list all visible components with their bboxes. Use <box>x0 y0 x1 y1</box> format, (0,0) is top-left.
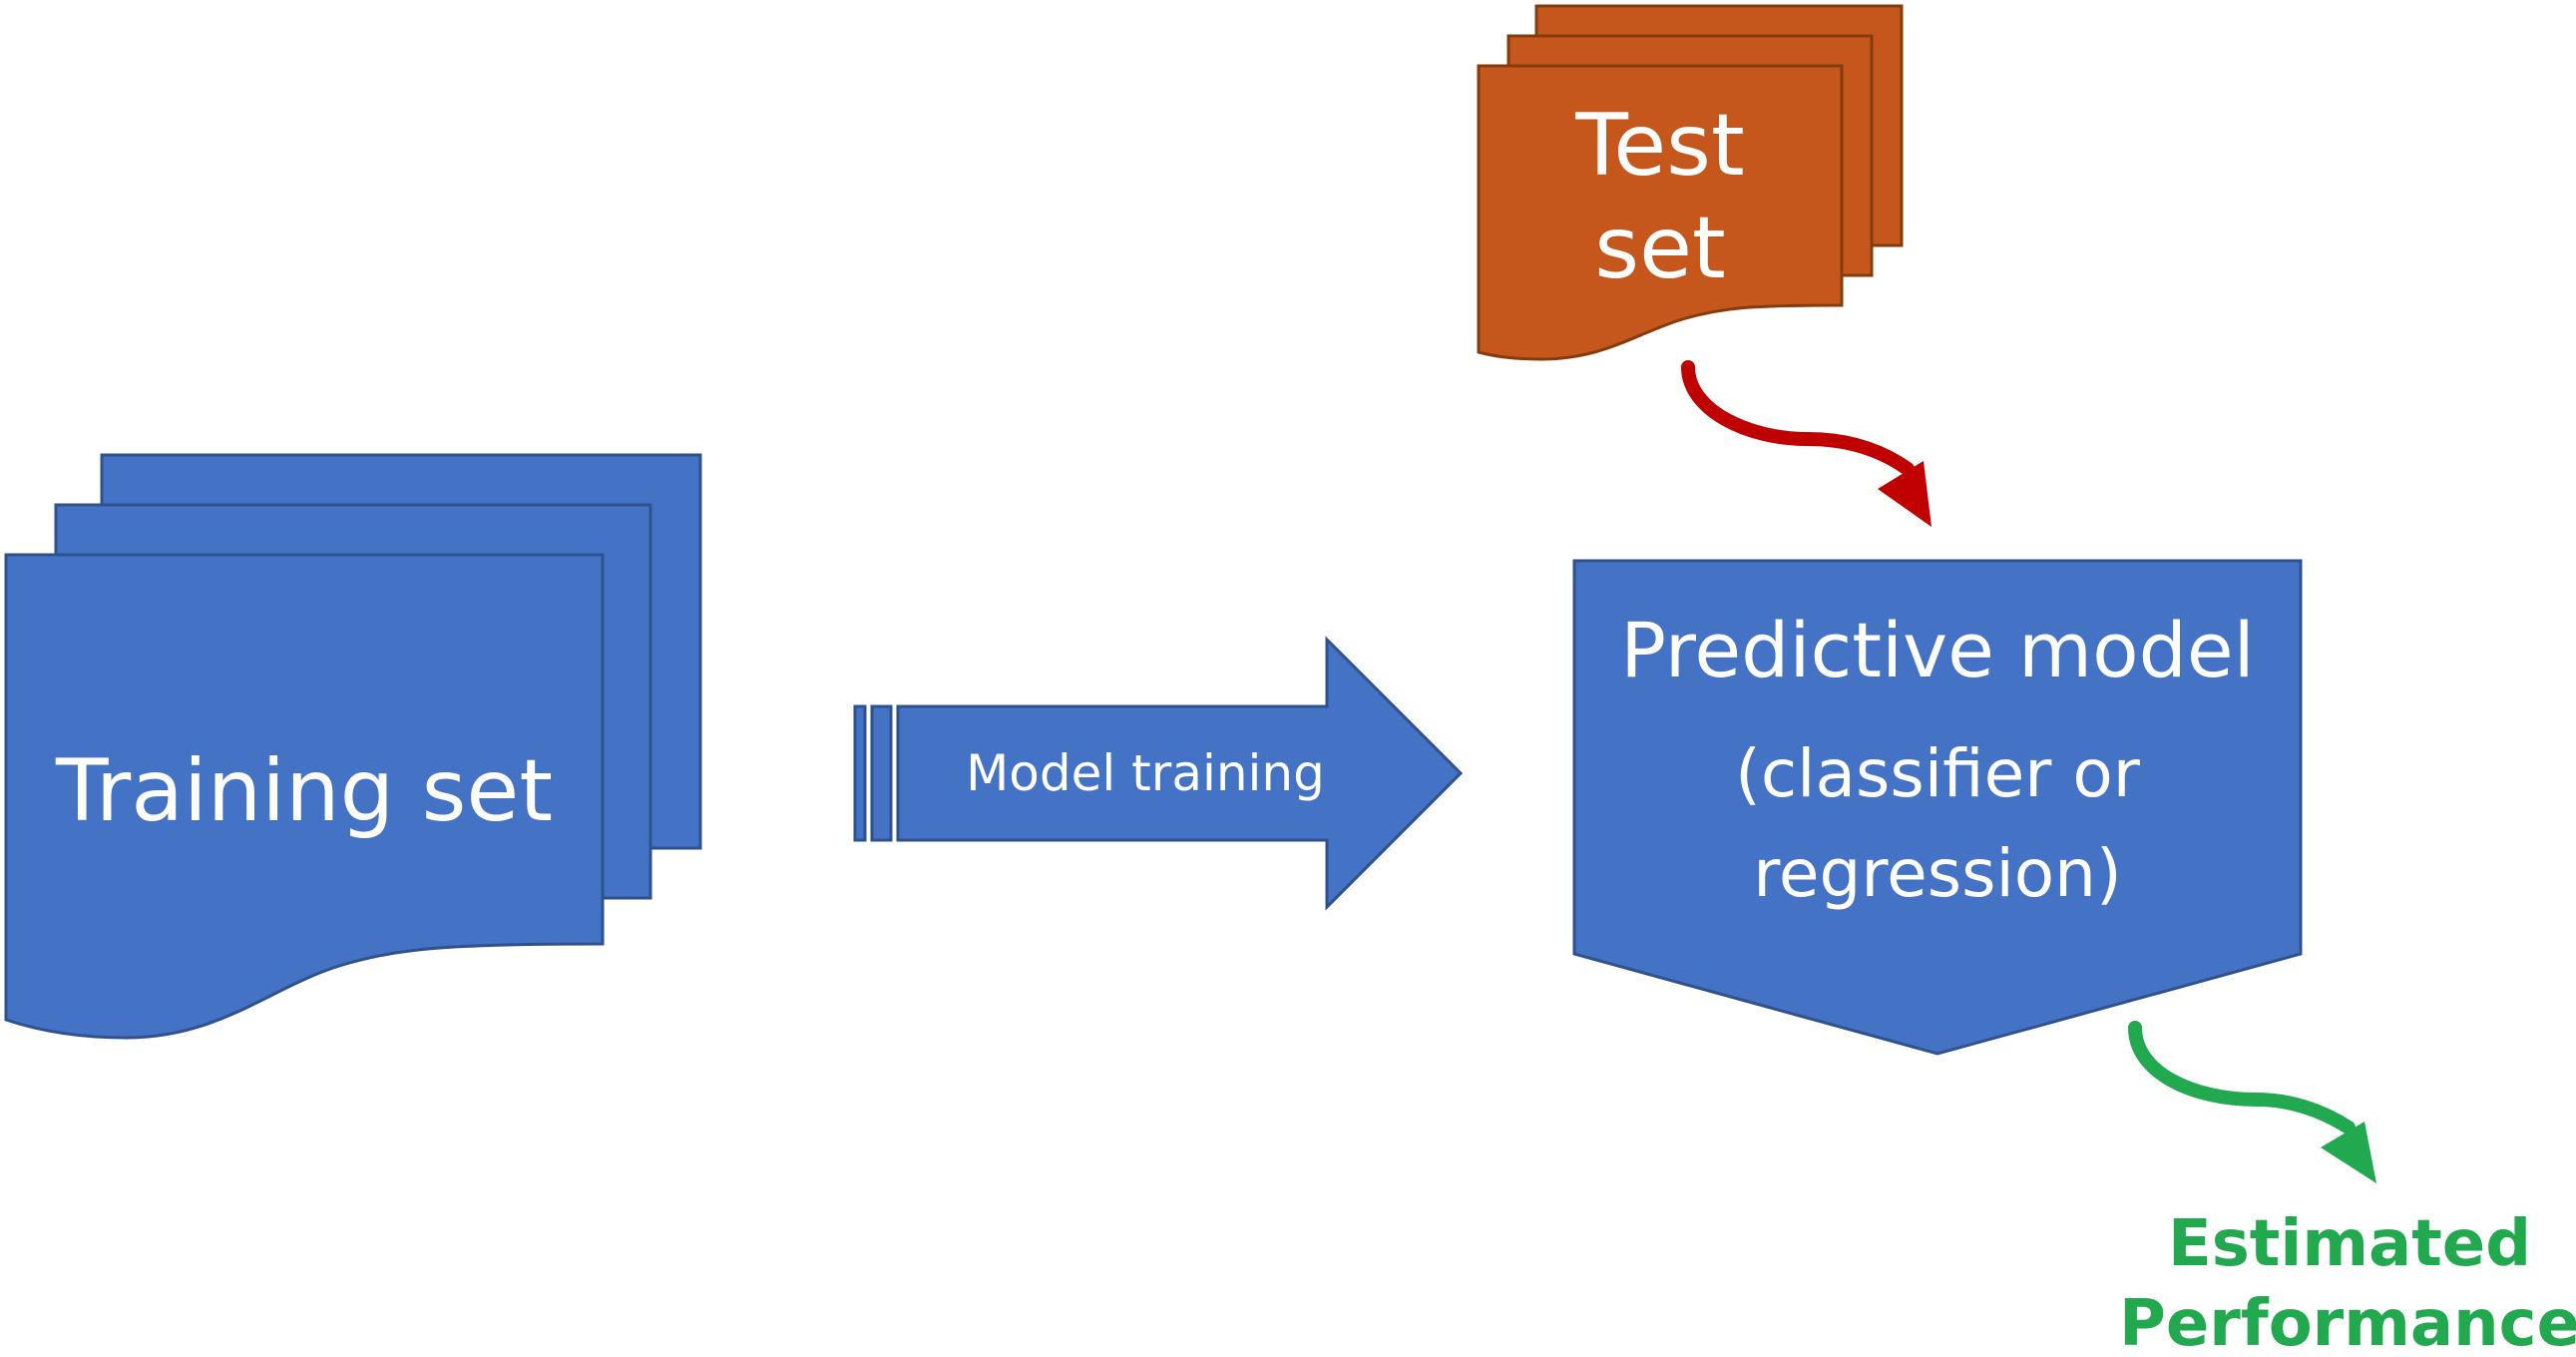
test-arrow-shaft <box>1681 360 1915 476</box>
training-doc-front <box>4 553 605 1040</box>
test-doc-front <box>1477 64 1844 361</box>
arrow-stripe-1 <box>853 704 867 842</box>
predictive-model-shape: Predictive model (classifier or regressi… <box>1572 559 2303 1056</box>
model-training-arrow: Model training <box>853 636 1464 911</box>
document-stack-icon <box>1477 4 1904 361</box>
model-training-label: Model training <box>966 744 1325 802</box>
curved-arrow-icon <box>2128 1021 2376 1183</box>
test-set-label-line1: Test <box>1574 96 1744 196</box>
arrow-body <box>896 636 1464 911</box>
predictive-model-subtitle-line1: (classifier or <box>1735 735 2141 812</box>
predictive-model-subtitle-line2: regression) <box>1753 835 2122 912</box>
test-set-stack: Test set <box>1477 4 1904 361</box>
test-arrow-head <box>1878 461 1932 527</box>
test-set-label-line2: set <box>1594 199 1725 298</box>
performance-arrow-shaft <box>2128 1021 2356 1134</box>
model-to-performance-arrow <box>2128 1021 2376 1183</box>
estimated-performance-line1: Estimated <box>2168 1207 2531 1281</box>
performance-arrow-head <box>2321 1122 2376 1183</box>
striped-right-arrow-icon <box>853 636 1464 911</box>
document-stack-icon <box>4 453 702 1040</box>
estimated-performance-label: Estimated Performance <box>2119 1207 2576 1357</box>
test-to-model-arrow <box>1681 360 1932 527</box>
predictive-model-title: Predictive model <box>1620 606 2254 694</box>
curved-arrow-icon <box>1681 360 1932 527</box>
pentagon-down-icon <box>1572 559 2303 1056</box>
training-set-stack: Training set <box>4 453 702 1040</box>
arrow-stripe-2 <box>870 704 893 842</box>
training-set-label: Training set <box>55 741 553 841</box>
estimated-performance-line2: Performance <box>2119 1287 2576 1357</box>
